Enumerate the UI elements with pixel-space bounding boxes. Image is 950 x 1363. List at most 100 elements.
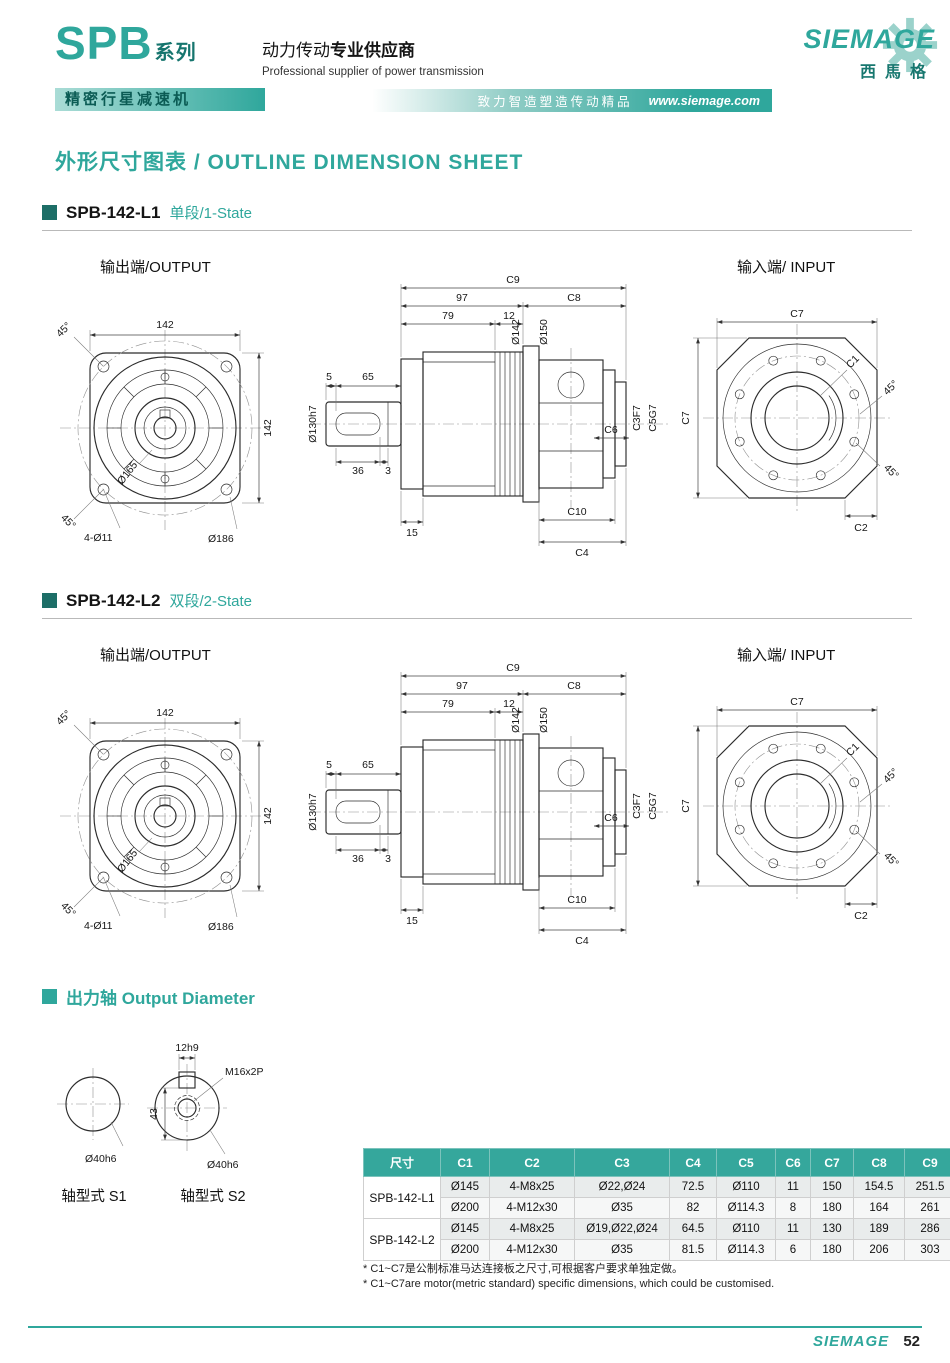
dim-label-c3: C3F7 xyxy=(631,405,643,431)
table-header-cell: C4 xyxy=(669,1148,717,1177)
table-cell: 130 xyxy=(810,1218,854,1240)
table-cell: 164 xyxy=(853,1197,905,1219)
dim-label-c9: C9 xyxy=(506,662,520,674)
table-cell: Ø200 xyxy=(440,1239,490,1261)
table-cell: 6 xyxy=(775,1239,811,1261)
table-cell: Ø110 xyxy=(716,1218,776,1240)
shaft-s2-key-label: 12h9 xyxy=(175,1042,199,1054)
dim-label-c7-top: C7 xyxy=(790,696,804,708)
table-cell: 180 xyxy=(810,1239,854,1261)
table-cell: 8 xyxy=(775,1197,811,1219)
section-title: SPB-142-L1 xyxy=(66,202,161,222)
table-cell: 180 xyxy=(810,1197,854,1219)
table-cell: 11 xyxy=(775,1176,811,1198)
table-cell: 4-M12x30 xyxy=(489,1197,575,1219)
table-cell: 189 xyxy=(853,1218,905,1240)
dim-label-flange: Ø186 xyxy=(208,921,234,933)
shaft-s1-diameter-label: Ø40h6 xyxy=(85,1153,117,1165)
dim-label-height: 142 xyxy=(262,807,274,825)
table-cell: 154.5 xyxy=(853,1176,905,1198)
dim-label-c10: C10 xyxy=(567,506,586,518)
output-flange-drawing: 142 142 45° 45° Ø165 4-Ø11 Ø186 xyxy=(54,319,274,545)
dim-label-c3: C3F7 xyxy=(631,793,643,819)
dim-label-d130: Ø130h7 xyxy=(307,793,319,831)
table-header-cell: C7 xyxy=(810,1148,854,1177)
dim-label-angle1: 45° xyxy=(881,378,901,398)
dim-label-angle2: 45° xyxy=(58,512,78,532)
dim-label-angle2: 45° xyxy=(881,462,901,482)
table-cell: 206 xyxy=(853,1239,905,1261)
dim-label-3: 3 xyxy=(385,853,391,865)
tagline-en: Professional supplier of power transmiss… xyxy=(262,66,484,78)
section-bullet-icon xyxy=(42,593,57,608)
section-title: SPB-142-L2 xyxy=(66,590,161,610)
dim-label-angle1: 45° xyxy=(881,766,901,786)
dim-label-79: 79 xyxy=(442,310,454,322)
dim-label-d150: Ø150 xyxy=(538,707,550,733)
dim-label-c8: C8 xyxy=(567,292,581,304)
footer-page-number: 52 xyxy=(903,1333,920,1350)
table-header-cell: C3 xyxy=(574,1148,670,1177)
section-header-spb-142-l2: SPB-142-L2 双段/2-State xyxy=(42,590,912,619)
dim-label-c7-top: C7 xyxy=(790,308,804,320)
section-header-spb-142-l1: SPB-142-L1 单段/1-State xyxy=(42,202,912,231)
shaft-s2-thread-label: M16x2P xyxy=(225,1066,264,1078)
table-cell: Ø35 xyxy=(574,1197,670,1219)
dim-label-holes: 4-Ø11 xyxy=(84,532,113,544)
slogan-bar: 致力智造塑造传动精品 www.siemage.com xyxy=(372,89,772,112)
dim-label-angle1: 45° xyxy=(54,708,74,728)
dim-label-c8: C8 xyxy=(567,680,581,692)
table-cell: Ø114.3 xyxy=(716,1239,776,1261)
table-cell: 81.5 xyxy=(669,1239,717,1261)
table-header-row: 尺寸 C1 C2 C3 C4 C5 C6 C7 C8 C9 C10 xyxy=(363,1148,950,1177)
input-end-label: 输入端/ INPUT xyxy=(737,647,836,664)
table-cell: 150 xyxy=(810,1176,854,1198)
table-cell: 251.5 xyxy=(904,1176,950,1198)
side-view-drawing: C9 97 C8 79 12 Ø142 Ø150 5 65 Ø130h7 36 xyxy=(307,274,670,559)
table-cell: Ø35 xyxy=(574,1239,670,1261)
dim-label-height: 142 xyxy=(262,419,274,437)
table-row: SPB-142-L2 Ø145 4-M8x25 Ø19,Ø22,Ø24 64.5… xyxy=(363,1218,950,1261)
brand-text: SPB xyxy=(55,17,153,69)
table-row: Ø200 4-M12x30 Ø35 82 Ø114.3 8 180 164 26… xyxy=(364,1197,950,1219)
table-header-cell: C5 xyxy=(716,1148,776,1177)
drawings-row: 输出端/OUTPUT 输入端/ INPUT xyxy=(40,628,920,973)
table-cell: 64.5 xyxy=(669,1218,717,1240)
dim-label-c6: C6 xyxy=(604,812,618,824)
shaft-s2-depth-label: 43 xyxy=(148,1108,160,1120)
dim-label-c10: C10 xyxy=(567,894,586,906)
dim-label-c7-left: C7 xyxy=(680,799,692,813)
shaft-s2-diameter-label: Ø40h6 xyxy=(207,1159,239,1171)
dim-label-angle2: 45° xyxy=(58,900,78,920)
table-cell: 261 xyxy=(904,1197,950,1219)
dim-label-width: 142 xyxy=(156,707,174,719)
brand-series-text: 系列 xyxy=(154,42,197,64)
dim-label-79: 79 xyxy=(442,698,454,710)
table-cell: Ø145 xyxy=(440,1218,490,1240)
table-header-cell: C8 xyxy=(853,1148,905,1177)
table-cell: 11 xyxy=(775,1218,811,1240)
website-link[interactable]: www.siemage.com xyxy=(648,93,760,108)
section-header-output-diameter: 出力轴 Output Diameter xyxy=(42,984,912,1016)
table-cell: 72.5 xyxy=(669,1176,717,1198)
table-header-cell: 尺寸 xyxy=(363,1148,441,1177)
footer-rule xyxy=(28,1326,922,1328)
shaft-s1-drawing: Ø40h6 xyxy=(57,1068,129,1165)
dim-label-36: 36 xyxy=(352,853,364,865)
table-cell: Ø145 xyxy=(440,1176,490,1198)
table-cell: Ø114.3 xyxy=(716,1197,776,1219)
footer-brand: SIEMAGE xyxy=(812,1333,890,1350)
model-cell: SPB-142-L2 xyxy=(363,1218,441,1261)
table-cell: 4-M12x30 xyxy=(489,1239,575,1261)
dim-label-flange: Ø186 xyxy=(208,533,234,545)
dim-label-36: 36 xyxy=(352,465,364,477)
footnote-en: * C1~C7are motor(metric standard) specif… xyxy=(363,1278,775,1291)
product-category-bar: 精密行星减速机 xyxy=(55,88,265,111)
dim-label-angle1: 45° xyxy=(54,320,74,340)
dim-label-c4: C4 xyxy=(575,547,589,559)
footer: SIEMAGE 52 xyxy=(813,1333,920,1350)
table-row: SPB-142-L1 Ø145 4-M8x25 Ø22,Ø24 72.5 Ø11… xyxy=(363,1176,950,1219)
shaft-s2-drawing: 12h9 M16x2P 43 Ø40h6 xyxy=(147,1042,264,1171)
shaft-s2-caption: 轴型式 S2 xyxy=(180,1189,246,1205)
